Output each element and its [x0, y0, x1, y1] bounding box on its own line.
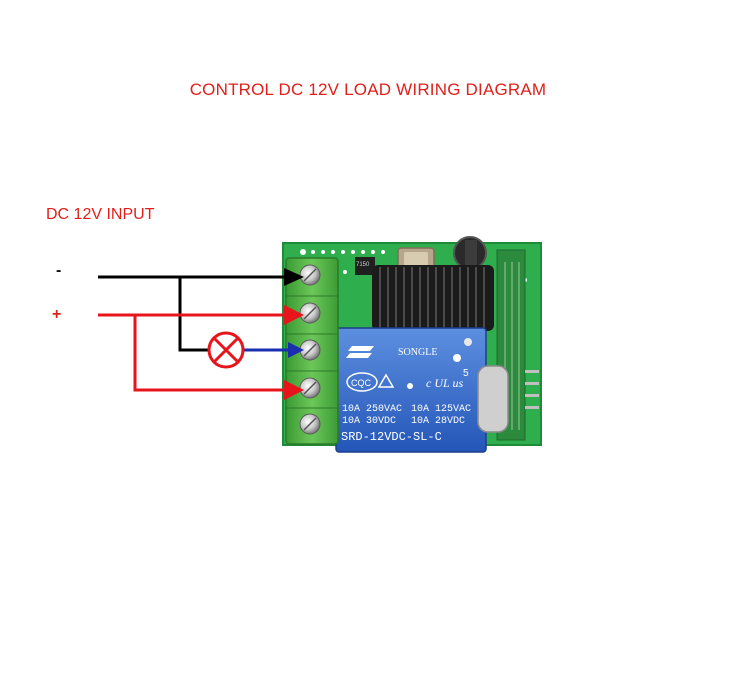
dc-input-label: DC 12V INPUT: [46, 206, 155, 223]
positive-wire: [98, 313, 284, 392]
load-wire: [244, 342, 304, 358]
terminal-block: [285, 257, 339, 445]
diagram-title: CONTROL DC 12V LOAD WIRING DIAGRAM: [189, 80, 547, 99]
relay-rating-2: 10A 125VAC: [411, 404, 471, 415]
positive-arrow-top: [284, 305, 304, 325]
relay-rating-4: 10A 28VDC: [411, 416, 465, 427]
ul-mark: c UL us: [426, 376, 463, 390]
relay-module: SONGLE CQC c UL us 5 10A 250VAC 10A 125V…: [335, 327, 487, 453]
cqc-mark: CQC: [351, 378, 372, 388]
negative-label: -: [56, 262, 62, 279]
antenna-coil: [372, 265, 494, 331]
positive-arrow-bottom: [284, 380, 304, 400]
chip-label: 7150: [356, 262, 370, 268]
lamp-load-icon: [207, 331, 245, 369]
relay-rating-1: 10A 250VAC: [342, 404, 402, 415]
relay-model: SRD-12VDC-SL-C: [341, 430, 442, 444]
relay-pin-count: 5: [463, 368, 469, 379]
negative-arrow: [284, 268, 304, 286]
negative-wire: [98, 275, 284, 352]
relay-brand: SONGLE: [398, 347, 437, 358]
positive-label: +: [52, 306, 62, 323]
terminal-screw: [299, 264, 321, 435]
relay-rating-3: 10A 30VDC: [342, 416, 396, 427]
